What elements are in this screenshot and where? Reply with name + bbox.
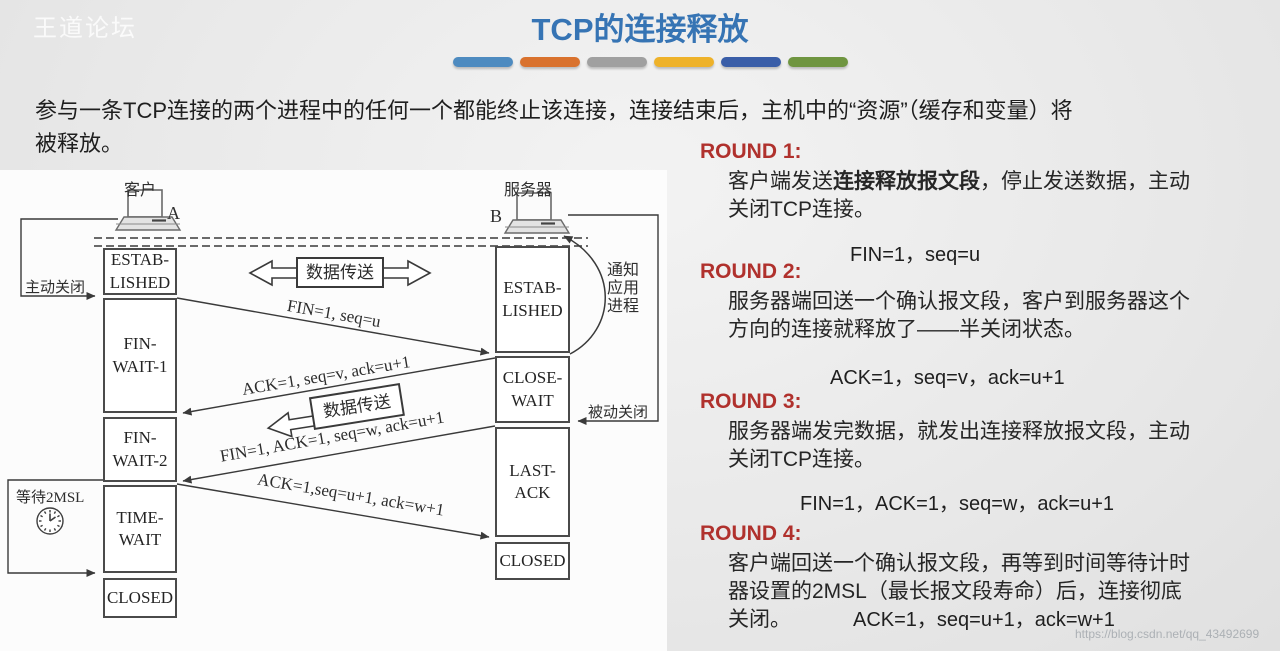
- state-box-server-last-ack: LAST- ACK: [495, 427, 570, 537]
- state-line: LISHED: [502, 300, 563, 320]
- clock-icon: [36, 507, 64, 535]
- state-line: TIME-: [116, 507, 164, 527]
- round-1-body-bold: 连接释放报文段: [833, 170, 980, 193]
- wait-2msl-label: 等待2MSL: [16, 490, 85, 506]
- active-close-arrow: [20, 218, 118, 300]
- round-3-body: 服务器端发完数据，就发出连接释放报文段，主动关闭TCP连接。: [728, 420, 1190, 471]
- round-4-body: 客户端回送一个确认报文段，再等到时间等待计时器设置的2MSL（最长报文段寿命）后…: [728, 552, 1190, 603]
- state-line: WAIT-1: [112, 356, 168, 376]
- notify-application-label: 通知 应用 进程: [607, 262, 639, 316]
- diagram-lines: FIN=1, seq=u ACK=1, seq=v, ack=u+1 FIN=1…: [7, 188, 659, 577]
- tcp-release-diagram: FIN=1, seq=u ACK=1, seq=v, ack=u+1 FIN=1…: [0, 170, 667, 651]
- divider-bars: [453, 57, 848, 67]
- round-2-body: 服务器端回送一个确认报文段，客户到服务器这个方向的连接就释放了——半关闭状态。: [728, 290, 1190, 341]
- msg-arrow-ack1: [182, 357, 496, 416]
- passive-close-arrow: [568, 214, 659, 425]
- round-2-heading: ROUND 2:: [700, 260, 802, 283]
- round-4-tail-text: 关闭。: [728, 608, 791, 631]
- client-host-label: 客户: [124, 182, 157, 199]
- page-title: TCP的连接释放: [531, 12, 749, 47]
- state-box-client-closed: CLOSED: [103, 578, 177, 618]
- notify-curve-arrow: [563, 235, 606, 355]
- state-line: ESTAB-: [503, 278, 562, 298]
- state-line: ESTAB-: [110, 250, 170, 270]
- round-2-formula: ACK=1，seq=v，ack=u+1: [830, 367, 1065, 389]
- msg-arrow-fin2: [182, 425, 496, 484]
- divider-bar: [654, 57, 714, 67]
- divider-bar: [453, 57, 513, 67]
- state-box-client-established: ESTAB-LISHED: [103, 248, 177, 295]
- server-host-label: 服务器: [504, 182, 553, 199]
- state-line: ACK: [514, 483, 551, 502]
- active-close-label: 主动关闭: [25, 280, 86, 296]
- timeline-dashed-lines: [94, 237, 588, 247]
- state-line: FIN-: [123, 334, 157, 354]
- round-3-heading: ROUND 3:: [700, 390, 802, 413]
- notify-line: 进程: [607, 298, 640, 315]
- notify-line: 通知: [607, 262, 640, 279]
- watermark-csdn: https://blog.csdn.net/qq_43492699: [1075, 627, 1260, 641]
- state-box-client-time-wait: TIME- WAIT: [103, 485, 177, 573]
- round-1-body-text: 客户端发送: [728, 170, 833, 193]
- msg-label-ack2: ACK=1,seq=u+1, ack=w+1: [256, 470, 446, 520]
- round-1-heading: ROUND 1:: [700, 140, 802, 163]
- state-box-client-fin-wait-1: FIN-WAIT-1: [103, 298, 177, 413]
- divider-bar: [788, 57, 848, 67]
- round-1-formula: FIN=1，seq=u: [850, 244, 981, 266]
- state-box-server-close-wait: CLOSE-WAIT: [495, 356, 570, 423]
- state-line: WAIT: [118, 530, 162, 549]
- state-line: CLOSED: [106, 587, 174, 607]
- server-letter: B: [490, 206, 503, 226]
- wait-2msl-box-arrow: [7, 479, 103, 577]
- round-3-formula: FIN=1，ACK=1，seq=w，ack=u+1: [800, 493, 1115, 515]
- state-line: WAIT-2: [112, 450, 168, 470]
- round-4-body-tail: 关闭。 ACK=1，seq=u+1，ack=w+1: [728, 606, 1195, 634]
- data-transfer-top: 数据传送: [248, 257, 432, 288]
- notify-line: 应用: [607, 280, 640, 297]
- state-line: LISHED: [109, 272, 171, 292]
- passive-close-label: 被动关闭: [588, 405, 649, 421]
- divider-bar: [721, 57, 781, 67]
- state-line: CLOSE-: [502, 368, 563, 388]
- state-box-client-fin-wait-2: FIN-WAIT-2: [103, 417, 177, 482]
- watermark-wangdao: 王道论坛: [33, 15, 137, 42]
- state-line: FIN-: [123, 428, 157, 448]
- round-4-formula: ACK=1，seq=u+1，ack=w+1: [853, 609, 1115, 631]
- state-line: WAIT: [511, 390, 554, 410]
- data-transfer-bottom: 数据传送: [266, 383, 405, 438]
- right-block-arrow: [381, 259, 432, 287]
- divider-bar: [520, 57, 580, 67]
- round-1-body-text: ，停止发送数据，主动关闭TCP连接。: [728, 170, 1190, 221]
- round-1-body: 客户端发送连接释放报文段，停止发送数据，主动关闭TCP连接。: [728, 168, 1195, 224]
- divider-bar: [587, 57, 647, 67]
- left-block-arrow: [248, 259, 299, 287]
- data-transfer-label: 数据传送: [306, 263, 374, 282]
- state-box-server-closed: CLOSED: [495, 542, 570, 580]
- intro-paragraph: 参与一条TCP连接的两个进程中的任何一个都能终止该连接，连接结束后，主机中的“资…: [35, 98, 1073, 156]
- msg-arrow-fin1: [176, 297, 490, 356]
- client-letter: A: [167, 203, 180, 223]
- state-line: CLOSED: [499, 550, 566, 570]
- state-line: LAST-: [509, 460, 556, 480]
- round-4-heading: ROUND 4:: [700, 522, 802, 545]
- msg-arrow-ack2: [176, 483, 490, 540]
- state-box-server-established: ESTAB-LISHED: [495, 246, 570, 353]
